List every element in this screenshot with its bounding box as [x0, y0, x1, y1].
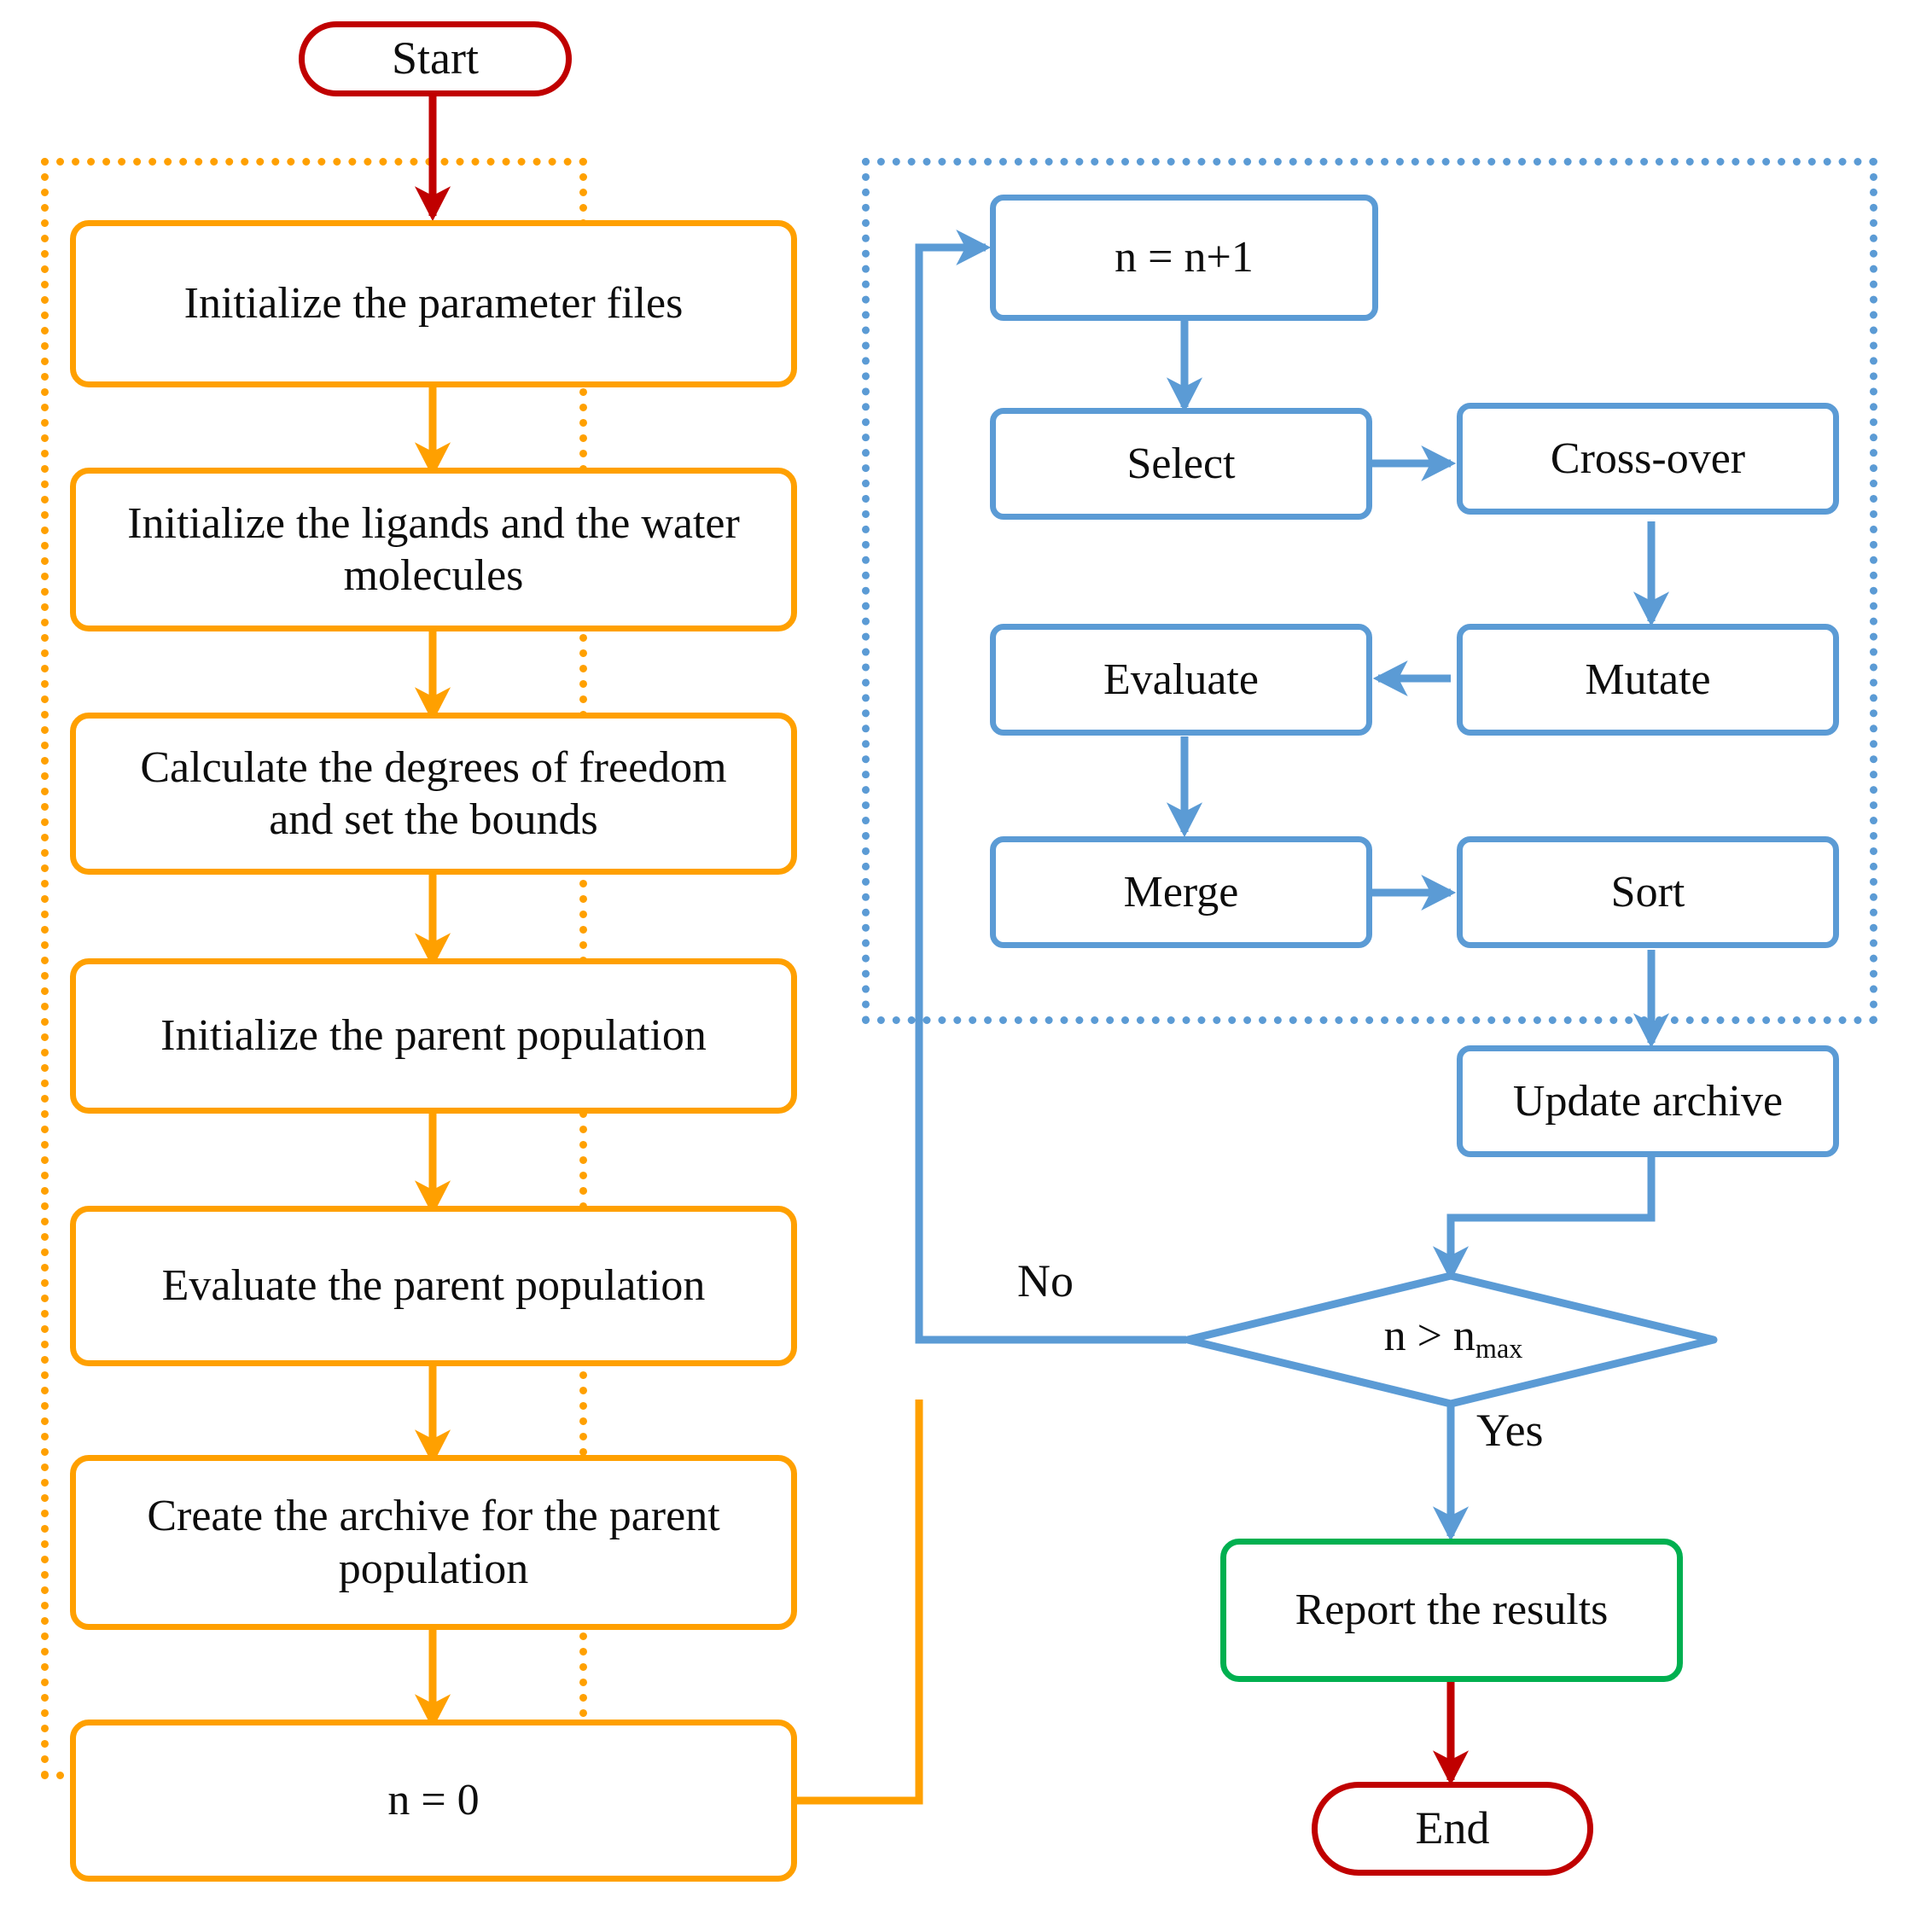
node-sort[interactable]: Sort	[1457, 836, 1839, 948]
node-update-archive[interactable]: Update archive	[1457, 1045, 1839, 1157]
node-initialize-parent-population[interactable]: Initialize the parent population	[70, 958, 797, 1114]
node-n-equals-zero[interactable]: n = 0	[70, 1720, 797, 1882]
decision-label: n > nmax	[1347, 1311, 1560, 1365]
node-start[interactable]: Start	[299, 21, 572, 96]
node-report-results[interactable]: Report the results	[1220, 1539, 1683, 1682]
node-evaluate[interactable]: Evaluate	[990, 624, 1372, 736]
decision-label-main: n > n	[1383, 1312, 1475, 1360]
edge-label-yes: Yes	[1476, 1405, 1544, 1456]
node-crossover[interactable]: Cross-over	[1457, 403, 1839, 515]
edge-n-zero-to-loop-rail	[797, 1400, 923, 1805]
edge-label-no: No	[1017, 1255, 1074, 1306]
node-select[interactable]: Select	[990, 408, 1372, 520]
decision-label-subscript: max	[1475, 1333, 1523, 1365]
edge-update-archive-to-decision	[1432, 1155, 1656, 1282]
node-merge[interactable]: Merge	[990, 836, 1372, 948]
node-initialize-ligands-water[interactable]: Initialize the ligands and the water mol…	[70, 468, 797, 631]
node-initialize-parameter-files[interactable]: Initialize the parameter files	[70, 220, 797, 387]
node-mutate[interactable]: Mutate	[1457, 624, 1839, 736]
decision-diamond	[1184, 1272, 1718, 1408]
node-create-archive[interactable]: Create the archive for the parent popula…	[70, 1455, 797, 1630]
node-evaluate-parent-population[interactable]: Evaluate the parent population	[70, 1206, 797, 1366]
node-end[interactable]: End	[1312, 1782, 1593, 1876]
node-n-increment[interactable]: n = n+1	[990, 195, 1378, 321]
edge-decision-no-to-n-increment	[915, 229, 1186, 1344]
node-calculate-degrees-of-freedom[interactable]: Calculate the degrees of freedom and set…	[70, 713, 797, 875]
